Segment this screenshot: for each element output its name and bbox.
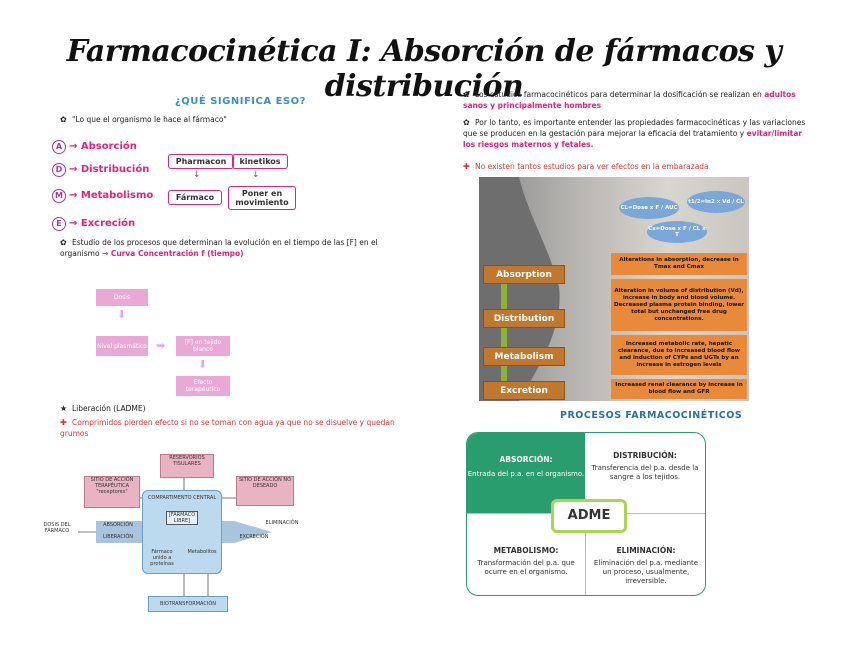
arrow-icon: → xyxy=(69,164,81,175)
arrow-icon: → xyxy=(69,190,81,201)
stage-excretion: Excretion xyxy=(483,381,565,400)
paragraph-no-studies: ✚No existen tantos estudios para ver efe… xyxy=(463,162,709,171)
highlight-riesgos: evitar/limitar los riesgos maternos y fe… xyxy=(463,129,803,149)
adme-word-metabolismo: Metabolismo xyxy=(80,190,154,201)
stage-absorption: Absorption xyxy=(483,265,565,284)
flow-dosis: Dosis xyxy=(96,289,148,306)
star-bullet-icon: ★ xyxy=(60,404,68,413)
flow-efecto: Efecto terapéutico xyxy=(176,376,230,396)
quad-eliminacion: ELIMINACIÓN: Eliminación del p.a. median… xyxy=(585,513,705,595)
flow-tejido: [F] en tejido blanco xyxy=(176,336,230,356)
etym-poner: Poner en movimiento xyxy=(228,186,296,210)
quote-text: "Lo que el organismo le hace al fármaco" xyxy=(72,115,227,124)
quad-distribucion: DISTRIBUCIÓN: Transferencia del p.a. des… xyxy=(591,451,699,481)
down-arrow-icon: ↓ xyxy=(193,170,201,180)
adme-item-d: D→ Distribución xyxy=(52,157,149,177)
formula-cl: CL=Dose x F / AUC xyxy=(619,197,679,219)
formula-css: Cs=Dose x F / CL x T xyxy=(647,221,707,243)
down-arrow-icon: ⬇ xyxy=(117,308,127,321)
flower-bullet-icon: ✿ xyxy=(60,238,67,247)
letter-e-circle: E xyxy=(52,217,66,231)
flower-bullet-icon: ✿ xyxy=(60,115,67,124)
adme-item-e: E→ Excreción xyxy=(52,211,135,231)
flow-nivel: Nivel plasmático xyxy=(96,336,148,356)
belly-silhouette xyxy=(479,177,560,401)
highlight-adultos: adultos sanos y principalmente hombres xyxy=(463,90,796,110)
letter-d-circle: D xyxy=(52,163,66,177)
study-text: Estudio de los procesos que determinan l… xyxy=(60,238,378,258)
liberacion-text: Liberación (LADME) xyxy=(72,404,146,413)
down-arrow-icon: ↓ xyxy=(252,170,260,180)
diag-biotransformacion: BIOTRANSFORMACIÓN xyxy=(148,596,228,612)
adme-word-distribucion: Distribución xyxy=(80,164,150,175)
diag-eliminacion: ELIMINACIÓN xyxy=(265,520,299,526)
letter-a-circle: A xyxy=(52,140,66,154)
flower-bullet-icon: ✿ xyxy=(463,118,470,127)
note-distribution: Alteration in volume of distribution (Vd… xyxy=(611,279,747,331)
diag-dosis: DOSIS DEL FÁRMACO xyxy=(43,522,71,534)
page-title: Farmacocinética I: Absorción de fármacos… xyxy=(66,34,782,104)
cross-bullet-icon: ✚ xyxy=(463,162,470,171)
paragraph-studies: ✿Los estudios farmacocinéticos para dete… xyxy=(463,90,796,110)
adme-word-excrecion: Excreción xyxy=(80,218,136,229)
etym-farmaco: Fármaco xyxy=(168,190,222,205)
procesos-title: PROCESOS FARMACOCINÉTICOS xyxy=(560,410,743,421)
diag-absorcion: ABSORCIÓN xyxy=(103,522,133,528)
arrow-icon: → xyxy=(69,141,81,152)
diag-unido: Fármaco unido a proteínas xyxy=(150,549,174,567)
diag-metabolitos: Metabolitos xyxy=(187,549,217,555)
diag-accion-no-deseado: SITIO DE ACCIÓN NO DESEADO xyxy=(236,476,294,506)
note-absorption: Alterations in absorption, decrease in T… xyxy=(611,253,747,275)
diag-compartimento: COMPARTIMENTO CENTRAL [FÁRMACO LIBRE] Fá… xyxy=(142,490,222,574)
comprimidos-line: ✚Comprimidos pierden efecto si no se tom… xyxy=(60,417,415,439)
stage-distribution: Distribution xyxy=(483,309,565,328)
adme-quadrant: ABSORCIÓN: Entrada del p.a. en el organi… xyxy=(466,432,706,596)
diag-accion-terapeutica: SITIO DE ACCIÓN TERAPÉUTICA "receptores" xyxy=(84,476,140,508)
down-arrow-icon: ⬇ xyxy=(198,358,208,371)
flower-bullet-icon: ✿ xyxy=(463,90,470,99)
quote-line: ✿ "Lo que el organismo le hace al fármaco… xyxy=(60,114,227,125)
diag-reservorios: RESERVORIOS TISULARES xyxy=(160,454,214,478)
diag-excrecion: EXCRECIÓN xyxy=(239,534,269,540)
section-heading-meaning: ¿QUÉ SIGNIFICA ESO? xyxy=(175,96,306,107)
diag-liberacion: LIBERACIÓN xyxy=(102,534,134,540)
etym-pharmacon: Pharmacon xyxy=(168,154,234,169)
adme-item-m: M→ Metabolismo xyxy=(52,183,153,203)
paragraph-pregnancy: ✿Por lo tanto, es importante entender la… xyxy=(463,118,806,149)
formula-half-life: t1/2=ln2 x Vd / CL xyxy=(687,191,745,213)
pk-diagram: RESERVORIOS TISULARES SITIO DE ACCIÓN TE… xyxy=(38,448,320,618)
adme-word-absorcion: Absorción xyxy=(80,141,137,152)
quad-metabolismo: METABOLISMO: Transformación del p.a. que… xyxy=(467,513,585,595)
arrow-icon: → xyxy=(69,218,81,229)
study-paragraph: ✿Estudio de los procesos que determinan … xyxy=(60,237,415,259)
comprimidos-text: Comprimidos pierden efecto si no se toma… xyxy=(60,418,395,438)
cross-bullet-icon: ✚ xyxy=(60,418,67,427)
study-curve: Curva Concentración f (tiempo) xyxy=(110,249,244,258)
stage-metabolism: Metabolism xyxy=(483,347,565,366)
adme-item-a: A→ Absorción xyxy=(52,134,137,154)
diag-libre: [FÁRMACO LIBRE] xyxy=(166,511,198,525)
adme-center-label: ADME xyxy=(551,499,627,533)
note-excretion: Increased renal clearance by increase in… xyxy=(611,379,747,399)
arrow-icon: → xyxy=(101,249,111,258)
pregnancy-figure: CL=Dose x F / AUC t1/2=ln2 x Vd / CL Cs=… xyxy=(479,177,749,401)
right-arrow-icon: ➡ xyxy=(156,339,166,352)
etym-kinetikos: kinetikos xyxy=(232,154,288,169)
liberacion-line: ★ Liberación (LADME) xyxy=(60,403,146,414)
note-metabolism: Increased metabolic rate, hepatic cleara… xyxy=(611,335,747,375)
letter-m-circle: M xyxy=(52,189,66,203)
